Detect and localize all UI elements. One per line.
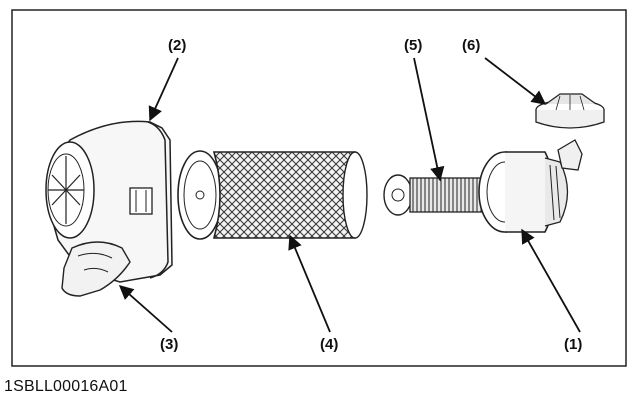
callout-label-1: (1) (564, 336, 582, 353)
callout-label-4: (4) (320, 336, 338, 353)
figure-code: 1SBLL00016A01 (4, 378, 128, 395)
evacuator-valve-part (61, 241, 131, 297)
leader-line-3 (118, 285, 173, 333)
leader-line-4 (288, 234, 331, 333)
callout-label-3: (3) (160, 336, 178, 353)
callout-label-5: (5) (404, 37, 422, 54)
leader-line-6 (484, 57, 547, 105)
outer-element-part (177, 150, 368, 240)
air-cleaner-body-part (478, 139, 583, 233)
leader-line-5 (413, 57, 445, 182)
callout-label-2: (2) (168, 37, 186, 54)
air-cleaner-cover-part (45, 120, 173, 283)
callout-label-6: (6) (462, 37, 480, 54)
cap-part (535, 93, 605, 129)
leader-line-2 (148, 57, 179, 122)
leader-line-1 (521, 228, 581, 333)
